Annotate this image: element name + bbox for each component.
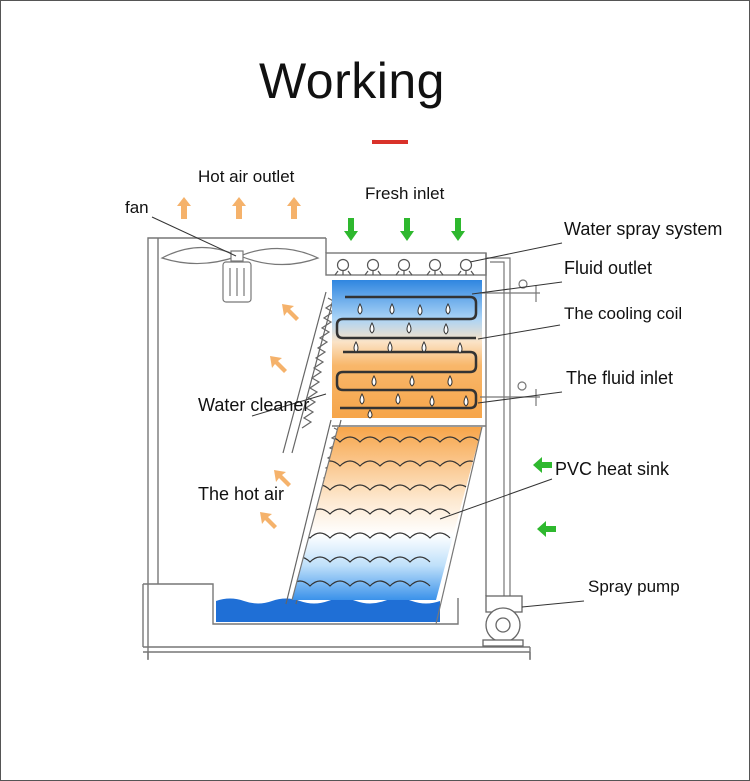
left-arrow-icon <box>533 457 556 537</box>
water-drop-icon <box>353 302 469 419</box>
label-fluid-outlet: Fluid outlet <box>564 258 653 278</box>
spray-nozzle-icon <box>334 258 475 276</box>
leader-lines <box>151 216 585 608</box>
label-cooling-coil: The cooling coil <box>564 304 683 323</box>
cooling-coil <box>335 295 478 410</box>
title-accent-bar <box>372 140 408 144</box>
label-pvc-heat-sink: PVC heat sink <box>555 459 670 479</box>
up-arrow-icon <box>177 197 301 219</box>
fan-icon <box>160 246 320 303</box>
label-hot-air-outlet: Hot air outlet <box>198 167 295 186</box>
label-spray-pump: Spray pump <box>588 577 680 596</box>
pump-icon <box>482 595 524 647</box>
label-fluid-inlet: The fluid inlet <box>566 368 674 388</box>
label-fresh-inlet: Fresh inlet <box>365 184 445 203</box>
label-water-cleaner: Water cleaner <box>198 395 310 415</box>
page-title: Working <box>259 53 445 109</box>
label-hot-air: The hot air <box>198 484 285 504</box>
tower-housing <box>142 237 531 660</box>
pvc-heat-sink-fill <box>292 427 482 600</box>
hot-air-arrows <box>260 304 299 529</box>
down-arrow-icon <box>344 218 465 241</box>
pipe <box>480 257 540 596</box>
label-fan: fan <box>125 198 149 217</box>
label-water-spray-system: Water spray system <box>564 219 723 239</box>
basin-water <box>216 598 440 622</box>
